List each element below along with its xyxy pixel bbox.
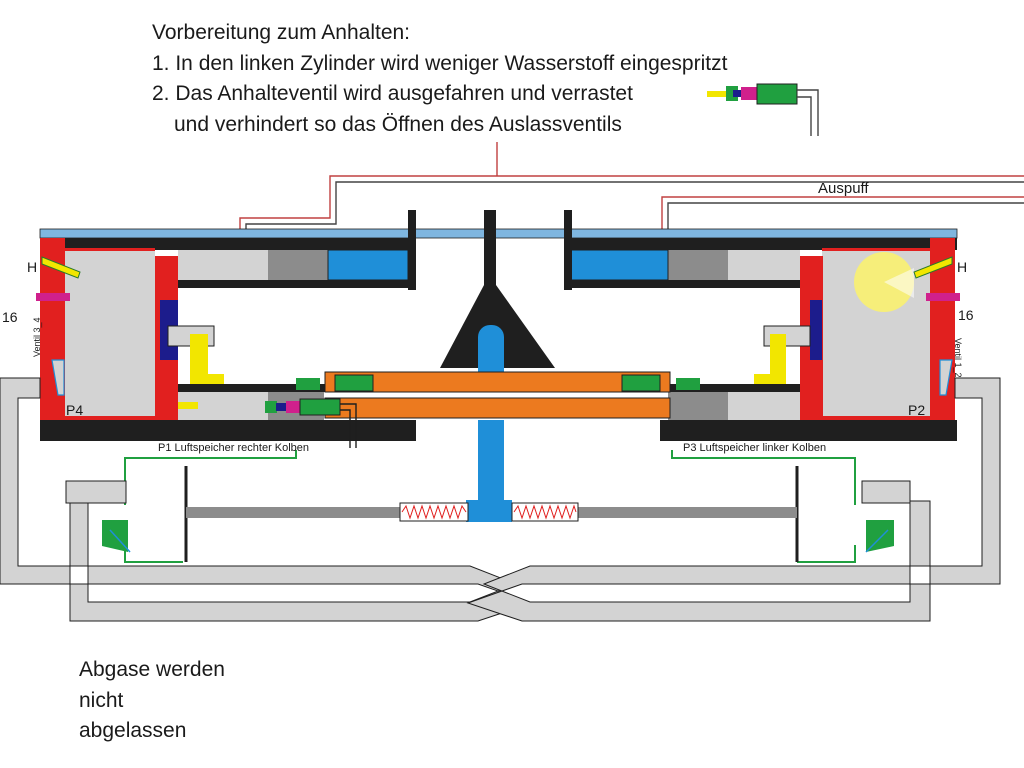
ignition-flash-icon	[854, 252, 914, 312]
exhaust-status: Abgase werden nicht abgelassen	[79, 655, 225, 747]
right-injector	[913, 256, 960, 301]
notes-step-1: 1. In den linken Zylinder wird weniger W…	[152, 51, 728, 75]
p1-label: P1 Luftspeicher rechter Kolben	[158, 442, 309, 454]
hydrogen-injector-icon	[178, 334, 224, 409]
exhaust-label: Auspuff	[818, 180, 869, 197]
air-channels	[0, 377, 1001, 622]
exhaust-status-line-2: nicht	[79, 688, 124, 712]
stop-valve-latch-icon	[707, 83, 819, 136]
check-valve-right	[865, 520, 894, 553]
h-label-right: H	[957, 259, 967, 275]
top-plate	[39, 228, 958, 239]
preparation-notes: Vorbereitung zum Anhalten: 1. In den lin…	[152, 18, 727, 140]
piston-rods	[184, 466, 799, 562]
crossbar	[296, 371, 700, 419]
number-label-right: 16	[958, 307, 974, 323]
center-mechanism	[440, 210, 555, 522]
check-valve-left	[102, 520, 131, 553]
notes-step-2-continued: und verhindert so das Öffnen des Auslass…	[174, 112, 622, 136]
p3-label: P3 Luftspeicher linker Kolben	[683, 442, 826, 454]
exhaust-status-line-3: abgelassen	[79, 719, 187, 742]
exhaust-pipes	[239, 142, 1024, 240]
exhaust-status-line-1: Abgase werden	[79, 658, 225, 681]
cylinder-valves	[51, 359, 953, 396]
left-injector	[36, 256, 81, 301]
number-label-left: 16	[2, 309, 18, 325]
lower-latch	[265, 398, 357, 448]
valve-label-right: Ventil 1_2	[953, 338, 963, 378]
p2-label: P2	[908, 402, 925, 418]
left-cylinder	[40, 210, 416, 441]
h-label-left: H	[27, 259, 37, 275]
notes-step-2: 2. Das Anhalteventil wird ausgefahren un…	[152, 82, 633, 105]
valve-label-left: Ventil 3_4	[32, 317, 42, 357]
p4-label: P4	[66, 402, 83, 418]
notes-heading: Vorbereitung zum Anhalten:	[152, 21, 411, 44]
